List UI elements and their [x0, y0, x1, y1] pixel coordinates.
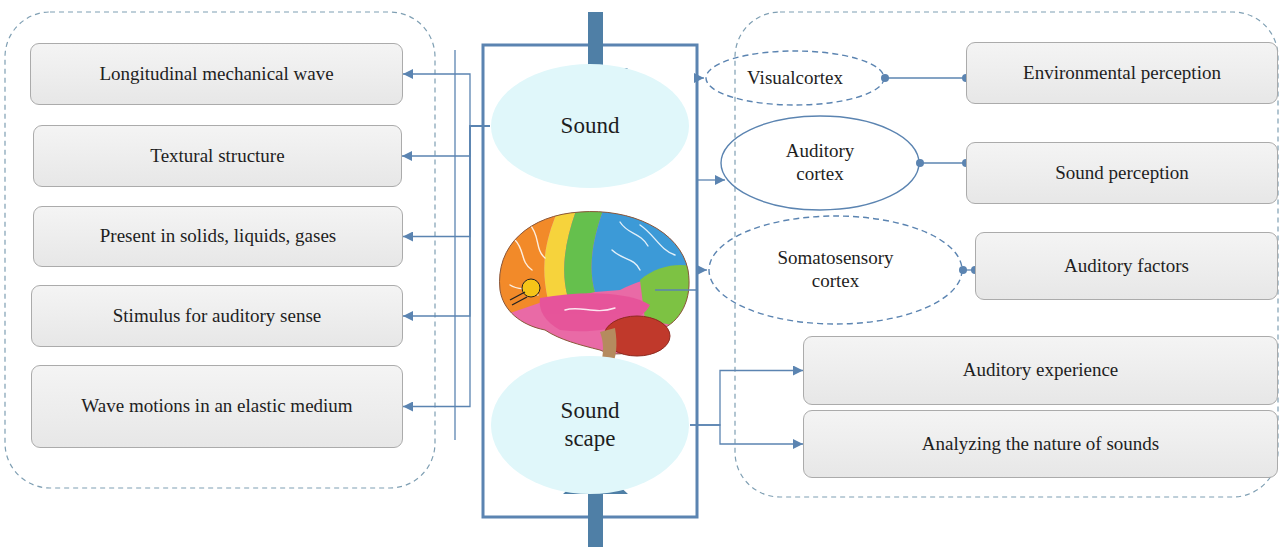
box-text: Auditory experience [963, 359, 1119, 382]
property-box: Textural structure [33, 125, 402, 187]
box-text: Sound perception [1055, 162, 1189, 185]
property-box: Wave motions in an elastic medium [31, 365, 403, 448]
perception-box: Auditory factors [975, 232, 1278, 300]
ellipse-text: Sound [561, 112, 620, 140]
connector-arrow [403, 126, 490, 316]
group-region [735, 12, 1278, 497]
ellipse-shape [491, 64, 689, 188]
box-text: Stimulus for auditory sense [113, 305, 321, 328]
bracket-line [454, 50, 455, 440]
perception-box: Sound perception [966, 142, 1278, 204]
box-text: Environmental perception [1023, 62, 1221, 85]
leader-line [697, 269, 707, 270]
brain-illustration [490, 205, 700, 366]
brain-gyrus [640, 225, 675, 255]
perception-box: Environmental perception [966, 42, 1278, 104]
leader-line [697, 77, 704, 78]
connector-arrow [403, 74, 490, 126]
connector-arrow [690, 371, 803, 426]
box-text: Textural structure [150, 145, 284, 168]
ellipse-shape [491, 356, 689, 494]
brain-gyrus [612, 250, 640, 270]
brain-marker [522, 279, 540, 297]
ellipse-text: Sound scape [545, 397, 635, 452]
concept-ellipse: Sound [490, 63, 690, 189]
brain-lobe [490, 205, 700, 365]
ellipse-outline [490, 355, 690, 495]
connector-arrow [690, 425, 803, 444]
box-text: Analyzing the nature of sounds [922, 433, 1159, 456]
ellipse-text: Somatosensory cortex [761, 247, 911, 293]
connector-arrow [885, 77, 966, 78]
property-box: Present in solids, liquids, gases [33, 206, 403, 267]
connector-arrow [403, 126, 490, 407]
box-text: Wave motions in an elastic medium [81, 395, 352, 418]
brain-gyrus [530, 225, 545, 258]
box-text: Auditory factors [1064, 255, 1189, 278]
property-box: Longitudinal mechanical wave [30, 43, 403, 105]
ellipse-text: Auditory cortex [770, 140, 870, 186]
cortex-ellipse: Somatosensory cortex [708, 215, 963, 325]
cortex-ellipse: Visualcortex [705, 50, 885, 106]
brain-gyrus [620, 222, 648, 246]
ellipse-shape [721, 116, 919, 210]
connector-arrow [963, 269, 975, 270]
concept-ellipse: Sound scape [490, 355, 690, 495]
box-text: Longitudinal mechanical wave [99, 63, 333, 86]
experience-box: Analyzing the nature of sounds [803, 410, 1278, 478]
connector-arrow [402, 126, 490, 156]
connector-arrow [920, 162, 966, 163]
property-box: Stimulus for auditory sense [31, 285, 403, 347]
box-text: Present in solids, liquids, gases [100, 225, 336, 248]
group-region [5, 12, 435, 488]
cortex-ellipse: Auditory cortex [720, 115, 920, 211]
brain-gyrus [515, 240, 532, 270]
leader-line [697, 179, 725, 180]
connector-arrow [403, 126, 490, 237]
brain-gyrus [565, 308, 615, 311]
experience-box: Auditory experience [803, 336, 1278, 405]
brain-marker [512, 297, 527, 305]
ellipse-text: Visualcortex [747, 67, 843, 90]
ellipse-shape [706, 51, 884, 105]
ellipse-shape [709, 216, 962, 324]
